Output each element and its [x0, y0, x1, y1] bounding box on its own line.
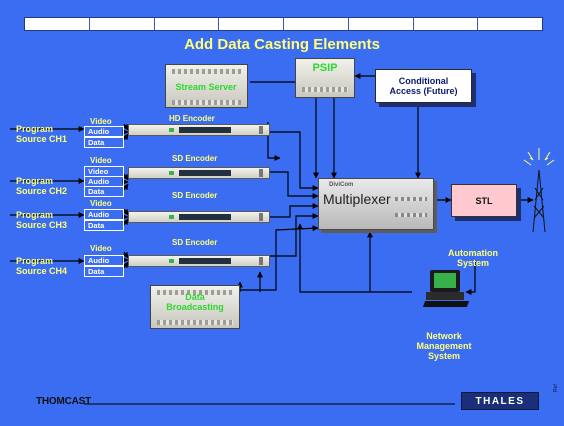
thomcast-logo: THOMCAST: [36, 396, 92, 407]
program-source-ch1-label: Program Source CH1: [16, 124, 68, 144]
sd-encoder-ch2: [128, 167, 270, 179]
network-management-label: Network Management System: [416, 331, 472, 361]
sd-encoder-ch4: [128, 255, 270, 267]
stream-server-rack: [165, 64, 248, 108]
encoder-ch3-label: SD Encoder: [172, 191, 218, 200]
top-bar-cell: [155, 18, 220, 30]
ref-mark: Ref: [553, 384, 559, 392]
video-label-ch4: Video: [90, 244, 112, 253]
stl-box: STL: [451, 184, 517, 217]
program-source-ch4-label: Program Source CH4: [16, 256, 68, 276]
program-source-ch4: Program Source CH4: [16, 256, 67, 276]
port-arrow: [122, 261, 129, 269]
audio-port-ch1: Audio: [84, 126, 124, 137]
conditional-access-label: Conditional Access (Future): [389, 76, 458, 96]
port-arrow: [122, 183, 129, 191]
nms-to-mux-arrow: [297, 223, 412, 293]
program-source-ch3: Program Source CH3: [16, 210, 67, 230]
encoder-ch4-label: SD Encoder: [172, 238, 218, 247]
stl-label: STL: [475, 195, 493, 206]
video-label-ch3: Video: [90, 199, 112, 208]
port-arrow: [122, 133, 129, 141]
top-bar-cell: [90, 18, 155, 30]
multiplexer-box: DiviCom Multiplexer: [318, 178, 434, 230]
top-bar-cell: [25, 18, 90, 30]
program-source-ch2-label: Program Source CH2: [16, 176, 68, 196]
automation-to-nms-link: [465, 262, 476, 295]
data-broadcasting-label: Data Broadcasting: [156, 292, 234, 312]
program-source-ch3-label: Program Source CH3: [16, 210, 68, 230]
video-label-ch2: Video: [90, 156, 112, 165]
thales-logo: THALES: [461, 392, 539, 410]
data-broadcasting-text: Data Broadcasting: [166, 292, 224, 312]
encoder-ch1-to-mux-arrow: [270, 131, 319, 191]
conditional-access-box: Conditional Access (Future): [375, 69, 472, 103]
audio-port-ch3: Audio: [84, 209, 124, 220]
program-source-ch1: Program Source CH1: [16, 124, 67, 144]
slide-title: Add Data Casting Elements: [184, 36, 380, 53]
computer-icon: [422, 270, 470, 310]
psip-rack: [295, 58, 355, 98]
data-port-ch3: Data: [84, 220, 124, 231]
port-arrow: [122, 218, 129, 226]
audio-port-ch4: Audio: [84, 255, 124, 266]
data-broadcasting-rack: [150, 285, 240, 329]
top-bar-cell: [219, 18, 284, 30]
top-bar-cell: [284, 18, 349, 30]
multiplexer-brand: DiviCom: [329, 182, 354, 188]
encoder-ch2-label: SD Encoder: [172, 154, 218, 163]
top-bar-cell: [414, 18, 479, 30]
data-port-ch2: Data: [84, 186, 124, 197]
sd-encoder-ch3: [128, 211, 270, 223]
video-label-ch1: Video: [90, 117, 112, 126]
top-bar-cell: [349, 18, 414, 30]
encoder-ch4-to-mux-arrow: [270, 213, 319, 257]
multiplexer-label: Multiplexer: [323, 191, 391, 207]
data-port-ch4: Data: [84, 266, 124, 277]
psip-label: PSIP: [312, 62, 338, 74]
encoder-ch1-label: HD Encoder: [169, 114, 215, 123]
automation-system-label: Automation System: [448, 248, 498, 268]
hd-encoder-ch1: [128, 124, 270, 136]
top-bar: [24, 17, 543, 31]
encoder-ch2-to-mux-arrow: [270, 171, 319, 199]
stream-server-label: Stream Server: [175, 82, 237, 92]
data-port-ch1: Data: [84, 137, 124, 148]
program-source-ch2: Program Source CH2: [16, 176, 67, 196]
encoder-ch3-to-mux-arrow: [270, 203, 319, 218]
